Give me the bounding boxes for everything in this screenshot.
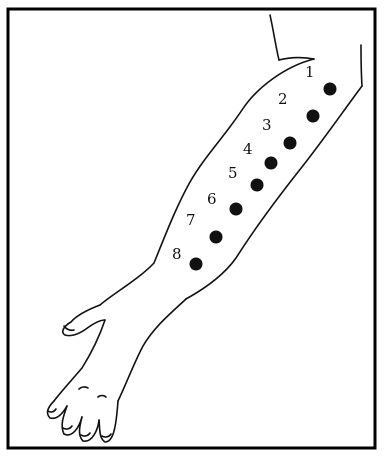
point-label-7: 7 <box>186 211 196 229</box>
point-dot-8 <box>190 258 203 271</box>
point-dot-3 <box>284 137 297 150</box>
point-dot-2 <box>307 110 320 123</box>
point-label-3: 3 <box>262 116 272 134</box>
point-dot-7 <box>210 231 223 244</box>
upper-arm-outline <box>270 15 362 86</box>
point-label-4: 4 <box>243 140 253 158</box>
point-label-6: 6 <box>207 190 217 208</box>
point-label-1: 1 <box>305 63 315 81</box>
point-label-5: 5 <box>228 164 238 182</box>
point-dot-5 <box>251 179 264 192</box>
point-label-8: 8 <box>172 245 182 263</box>
point-dot-6 <box>230 203 243 216</box>
point-dot-4 <box>265 157 278 170</box>
point-dot-1 <box>324 83 337 96</box>
point-label-2: 2 <box>278 90 288 108</box>
